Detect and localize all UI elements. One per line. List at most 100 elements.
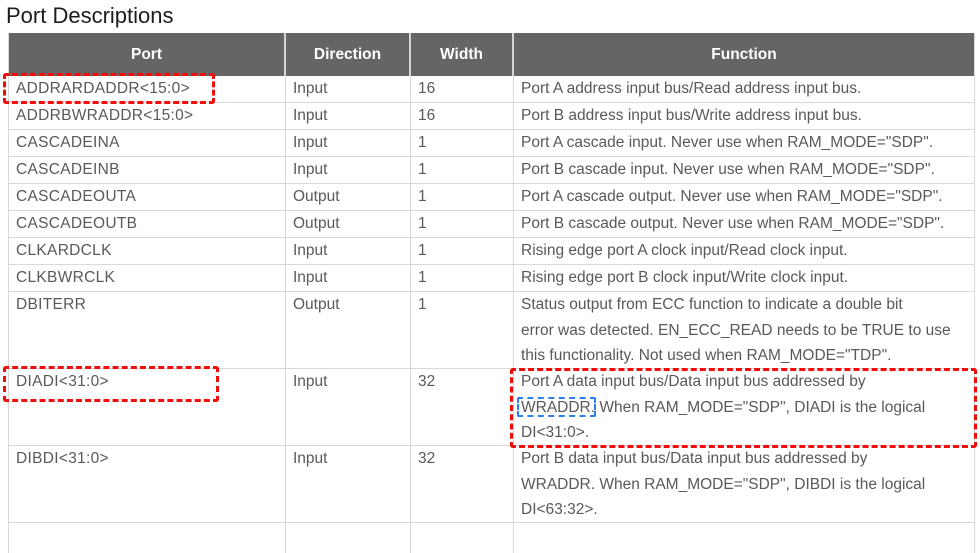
- width-cell: 1: [411, 130, 514, 156]
- width-cell: 16: [411, 103, 514, 129]
- port-name: CASCADEOUTA: [16, 188, 137, 205]
- function-cell: Port A cascade input. Never use when RAM…: [514, 130, 974, 156]
- port-name: CASCADEINA: [16, 134, 120, 151]
- function-text: Port A address input bus/Read address in…: [521, 80, 862, 97]
- port-name: DIBDI<31:0>: [16, 450, 109, 467]
- table-header: Port Direction Width Function: [9, 33, 974, 76]
- direction-cell: Input: [286, 238, 411, 264]
- function-cell: Status output from ECC function to indic…: [514, 292, 974, 368]
- direction-cell: Input: [286, 446, 411, 522]
- direction-cell: Output: [286, 211, 411, 237]
- function-text: Rising edge port A clock input/Read cloc…: [521, 242, 848, 259]
- function-cell: [514, 523, 974, 553]
- direction-cell: Output: [286, 184, 411, 210]
- port-name: DIADI<31:0>: [16, 373, 109, 390]
- port-cell: DIBDI<31:0>: [9, 446, 286, 522]
- function-cell: Rising edge port A clock input/Read cloc…: [514, 238, 974, 264]
- function-text-line: Port B data input bus/Data input bus add…: [521, 446, 974, 472]
- port-name: CLKARDCLK: [16, 242, 112, 259]
- column-header-port: Port: [9, 33, 286, 76]
- direction-cell: Input: [286, 76, 411, 102]
- port-name: ADDRARDADDR<15:0>: [16, 80, 190, 97]
- function-cell: Port A address input bus/Read address in…: [514, 76, 974, 102]
- function-text: Port B cascade output. Never use when RA…: [521, 215, 945, 232]
- function-text: Port A cascade output. Never use when RA…: [521, 188, 943, 205]
- port-cell: CLKARDCLK: [9, 238, 286, 264]
- function-text-line: WRADDR. When RAM_MODE="SDP", DIBDI is th…: [521, 472, 974, 498]
- function-text-line: Port A cascade input. Never use when RAM…: [521, 130, 974, 156]
- port-cell: CASCADEOUTA: [9, 184, 286, 210]
- port-cell: CASCADEINA: [9, 130, 286, 156]
- port-cell: ADDRARDADDR<15:0>: [3, 73, 286, 104]
- port-cell: [9, 523, 286, 553]
- width-cell: 1: [411, 292, 514, 368]
- function-text-line: WRADDR. When RAM_MODE="SDP", DIADI is th…: [521, 395, 974, 421]
- function-text: error was detected. EN_ECC_READ needs to…: [521, 321, 951, 339]
- column-header-function: Function: [711, 45, 777, 63]
- function-cell: Port B address input bus/Write address i…: [514, 103, 974, 129]
- width-cell: 1: [411, 157, 514, 183]
- function-text: Port B address input bus/Write address i…: [521, 107, 862, 124]
- port-cell: DBITERR: [9, 292, 286, 368]
- function-text: . When RAM_MODE="SDP", DIADI is the logi…: [590, 398, 926, 416]
- function-text-line: Port B cascade output. Never use when RA…: [521, 211, 974, 237]
- function-text: Port A cascade input. Never use when RAM…: [521, 134, 934, 151]
- function-cell: Port B cascade input. Never use when RAM…: [514, 157, 974, 183]
- function-text-line: DI<31:0>.: [521, 420, 974, 446]
- width-cell: 1: [411, 184, 514, 210]
- direction-cell: Input: [286, 157, 411, 183]
- function-text: DI<31:0>.: [521, 424, 590, 441]
- blue-dashed-annotation: WRADDR: [521, 398, 591, 416]
- function-text-line: Rising edge port B clock input/Write clo…: [521, 265, 974, 291]
- function-text-line: Status output from ECC function to indic…: [521, 292, 974, 318]
- function-text-line: this functionality. Not used when RAM_MO…: [521, 343, 974, 369]
- document-page: Port Descriptions Port Direction Width F…: [0, 0, 980, 530]
- port-name: CASCADEINB: [16, 161, 120, 178]
- function-text-line: DI<63:32>.: [521, 497, 974, 523]
- width-cell: 1: [411, 238, 514, 264]
- port-cell: DIADI<31:0>: [3, 366, 286, 445]
- port-cell: CASCADEINB: [9, 157, 286, 183]
- column-header-width: Width: [411, 33, 514, 76]
- function-text: this functionality. Not used when RAM_MO…: [521, 347, 892, 364]
- direction-cell: Input: [286, 265, 411, 291]
- width-cell: [411, 523, 514, 553]
- function-text: WRADDR. When RAM_MODE="SDP", DIBDI is th…: [521, 475, 926, 493]
- width-cell: 1: [411, 211, 514, 237]
- function-cell: Port A data input bus/Data input bus add…: [510, 368, 977, 448]
- port-cell: ADDRBWRADDR<15:0>: [9, 103, 286, 129]
- direction-cell: Input: [286, 130, 411, 156]
- function-cell: Rising edge port B clock input/Write clo…: [514, 265, 974, 291]
- function-text-line: Port B cascade input. Never use when RAM…: [521, 157, 974, 183]
- page-title: Port Descriptions: [6, 3, 174, 28]
- direction-cell: Input: [286, 369, 411, 445]
- direction-cell: Output: [286, 292, 411, 368]
- function-text: Port A data input bus/Data input bus add…: [521, 373, 866, 390]
- function-text-line: Port B address input bus/Write address i…: [521, 103, 974, 129]
- function-text: Rising edge port B clock input/Write clo…: [521, 269, 849, 286]
- width-cell: 32: [411, 369, 514, 445]
- port-descriptions-table: Port Direction Width Function ADDRARDADD…: [3, 33, 977, 553]
- width-cell: 1: [411, 265, 514, 291]
- width-cell: 16: [411, 76, 514, 102]
- port-name: DBITERR: [16, 296, 87, 313]
- port-name: CASCADEOUTB: [16, 215, 138, 232]
- function-cell: Port A cascade output. Never use when RA…: [514, 184, 974, 210]
- column-header-direction: Direction: [286, 33, 411, 76]
- table-row: [9, 523, 974, 553]
- function-text-line: Rising edge port A clock input/Read cloc…: [521, 238, 974, 264]
- port-cell: CLKBWRCLK: [9, 265, 286, 291]
- port-name: ADDRBWRADDR<15:0>: [16, 107, 194, 124]
- function-text: Status output from ECC function to indic…: [521, 296, 903, 313]
- function-text: Port B data input bus/Data input bus add…: [521, 450, 868, 467]
- function-text: DI<63:32>.: [521, 501, 598, 518]
